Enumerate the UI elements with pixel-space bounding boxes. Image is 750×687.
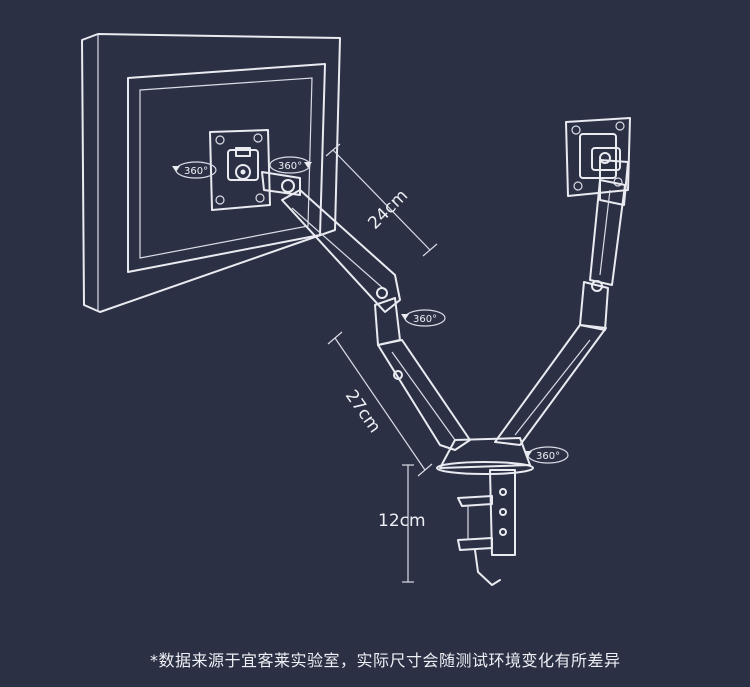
rotation-badge-left-mount-right: 360° [269, 156, 312, 174]
svg-text:360°: 360° [184, 166, 208, 177]
dimension-label-27cm: 27cm [341, 386, 385, 436]
rotation-badge-base-joint: 360° [524, 446, 569, 464]
dimension-pole-height: 12cm [378, 464, 426, 583]
svg-text:360°: 360° [278, 161, 302, 172]
dimension-label-24cm: 24cm [364, 186, 412, 234]
svg-text:360°: 360° [413, 314, 437, 325]
dimension-upper-arm: 24cm [325, 143, 438, 257]
rotation-badge-left-mount-left: 360° [172, 161, 217, 179]
left-arm [261, 171, 471, 451]
disclaimer-text: *数据来源于宜客莱实验室，实际尺寸会随测试环境变化有所差异 [150, 651, 621, 670]
svg-text:360°: 360° [536, 451, 560, 462]
dimension-lower-arm: 27cm [327, 331, 433, 477]
dimension-label-12cm: 12cm [378, 511, 426, 531]
left-vesa-plate [209, 129, 271, 211]
rotation-badge-left-arm-joint: 360° [401, 309, 446, 327]
base-clamp [436, 437, 534, 586]
left-monitor [81, 33, 341, 313]
right-arm [494, 159, 629, 446]
